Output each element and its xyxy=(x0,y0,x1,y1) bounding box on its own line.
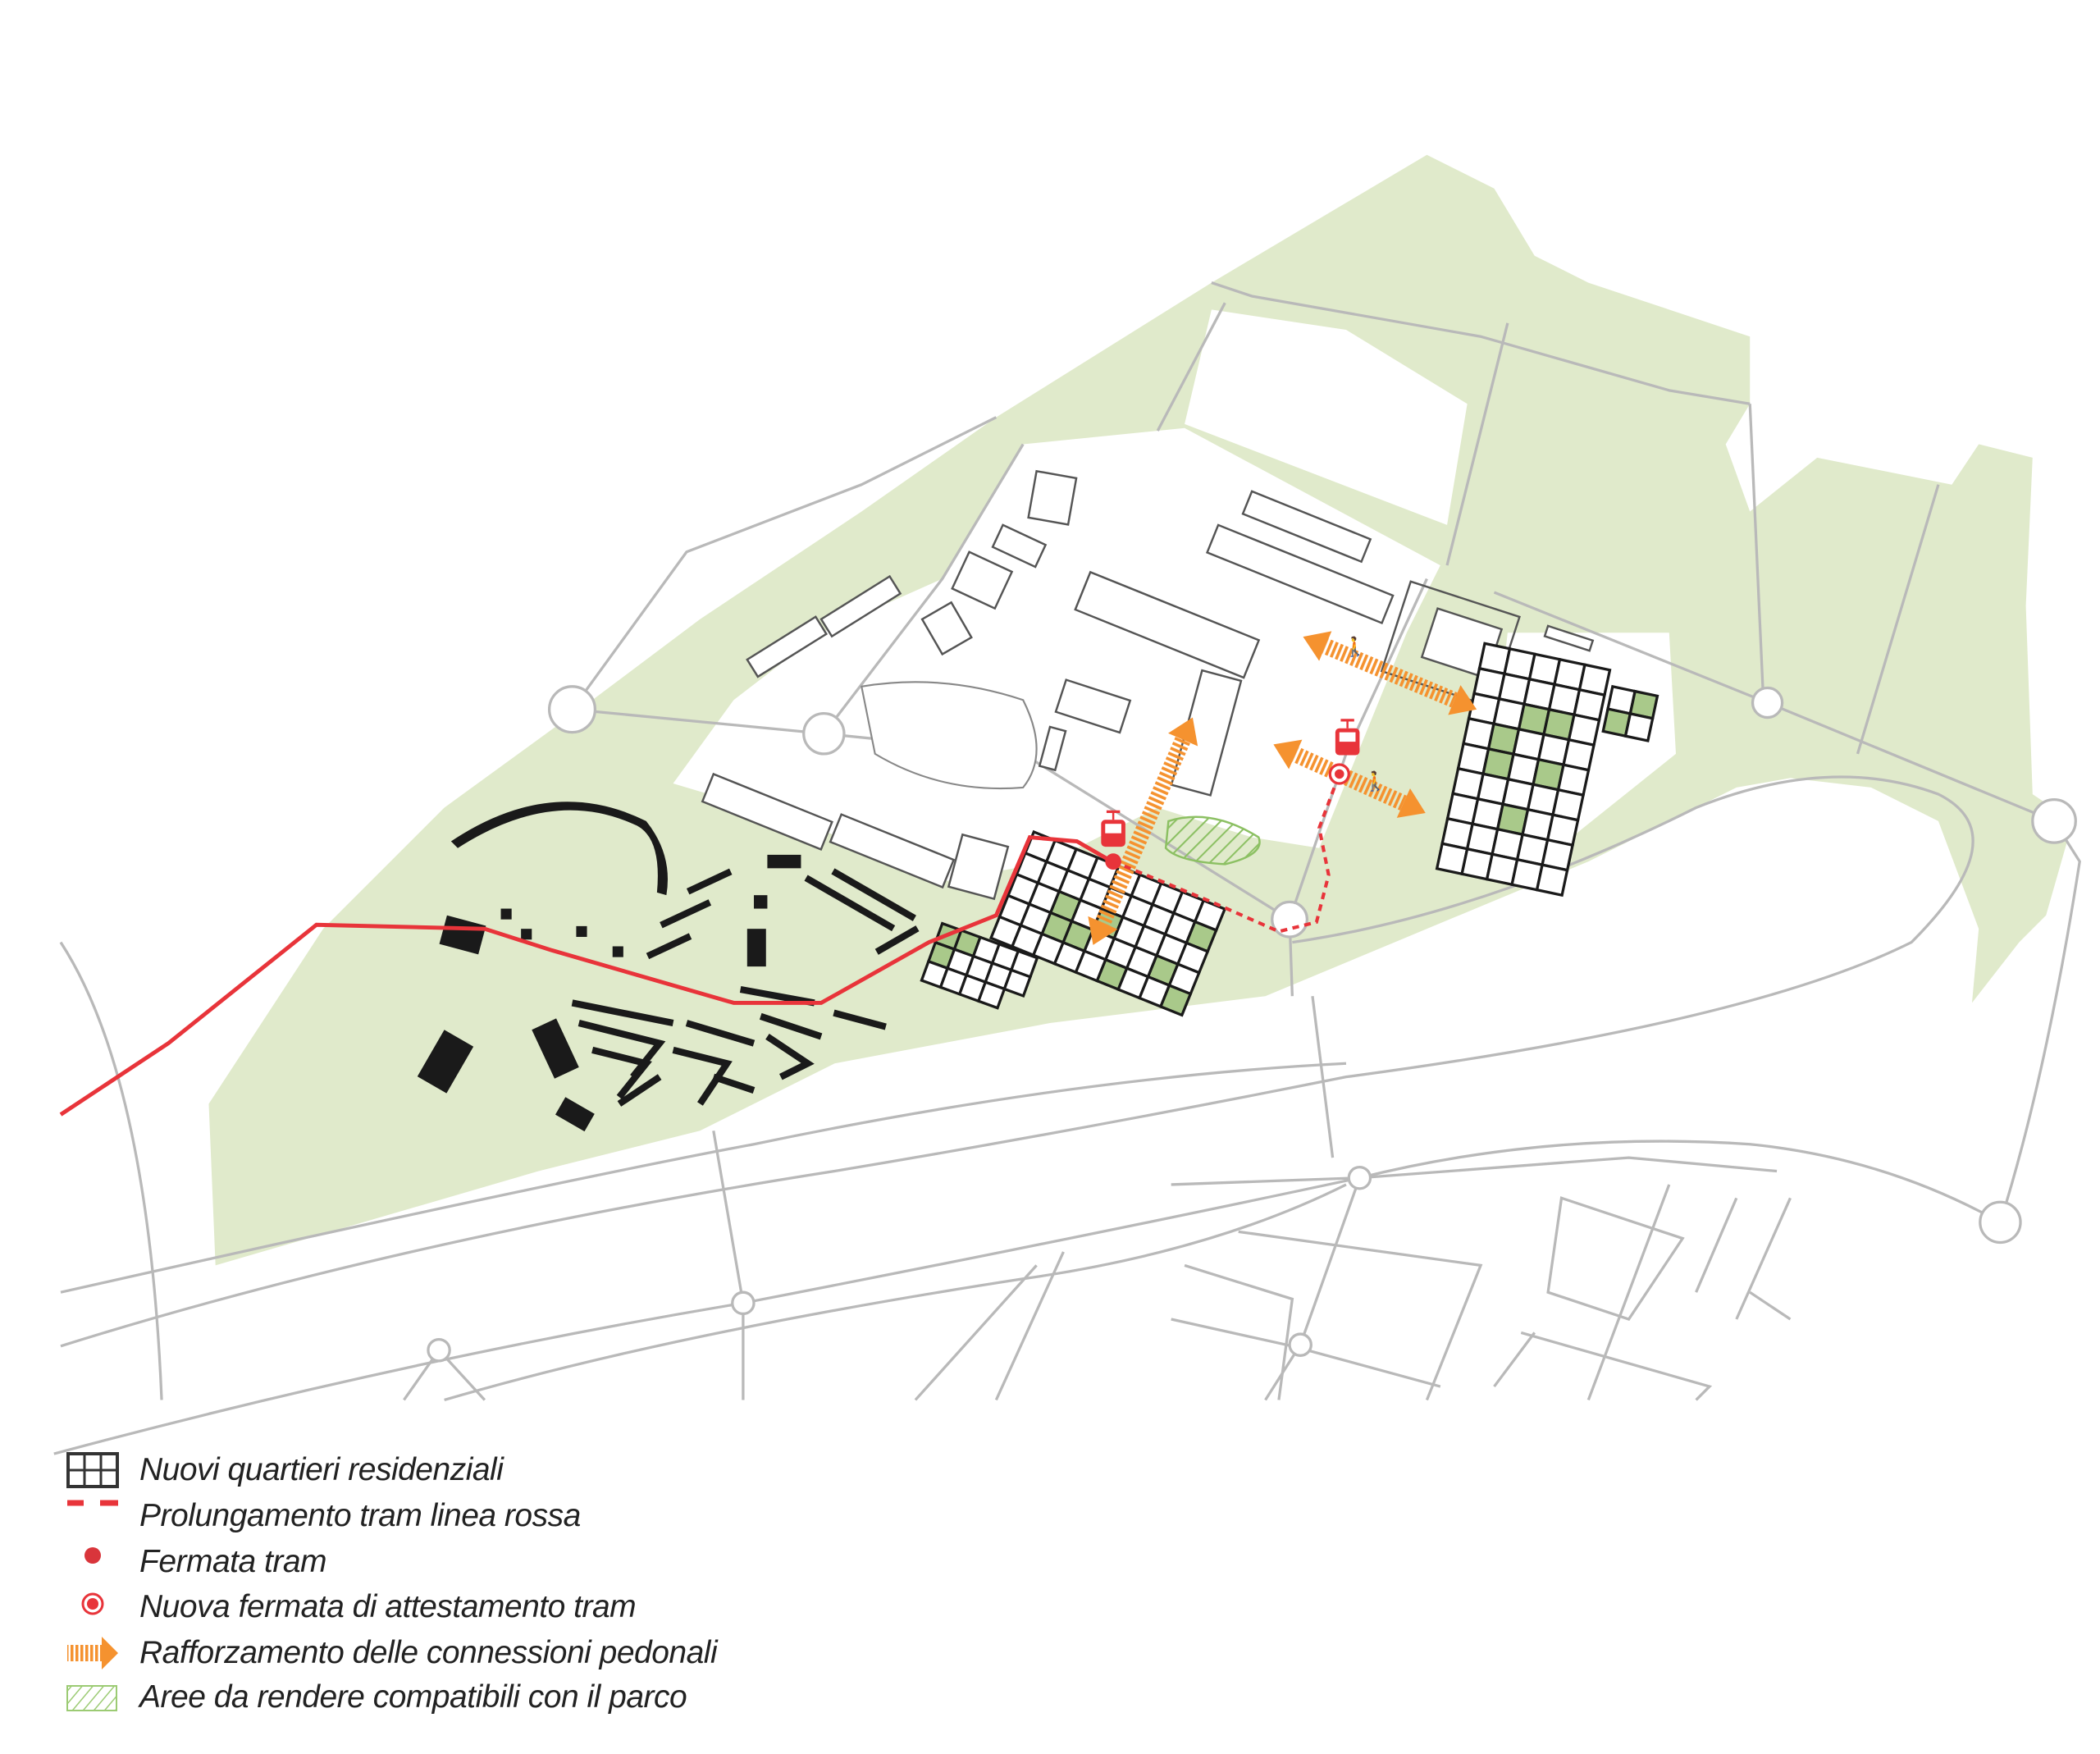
dashed-red-line-icon xyxy=(64,1496,121,1537)
legend-label: Aree da rendere compatibili con il parco xyxy=(139,1679,687,1715)
pedestrian-icon: 🚶 xyxy=(1344,636,1367,658)
legend-label: Fermata tram xyxy=(139,1544,327,1579)
new-residential-grids xyxy=(920,642,1659,1017)
park-compatible-area xyxy=(1164,815,1261,866)
tram-icon xyxy=(1101,810,1125,847)
legend-item-new-tram-stop: Nuova fermata di attestamento tram xyxy=(64,1584,637,1630)
field-white xyxy=(1185,309,1468,525)
legend-item-tram-extension: Prolungamento tram linea rossa xyxy=(64,1493,581,1539)
grid-cell xyxy=(1623,711,1655,742)
legend-item-tram-stop: Fermata tram xyxy=(64,1539,327,1585)
pedestrian-connection-arrow xyxy=(1303,631,1477,715)
pedestrian-connections xyxy=(1088,631,1477,945)
orange-arrow-icon xyxy=(64,1633,121,1674)
residential-grid xyxy=(1601,684,1659,742)
legend-label: Nuova fermata di attestamento tram xyxy=(139,1589,637,1624)
grid-icon xyxy=(64,1450,121,1491)
existing-buildings-outline xyxy=(701,469,1595,901)
pedestrian-connection-arrow xyxy=(1088,717,1198,945)
legend-item-park-compatible: Aree da rendere compatibili con il parco xyxy=(64,1674,687,1720)
red-target-dot-icon xyxy=(64,1587,121,1628)
legend-label: Nuovi quartieri residenziali xyxy=(139,1452,504,1487)
roundabouts xyxy=(427,685,2077,1363)
legend-label: Rafforzamento delle connessioni pedonali xyxy=(139,1635,718,1670)
legend-label: Prolungamento tram linea rossa xyxy=(139,1498,581,1533)
pedestrian-connection-arrow xyxy=(1273,739,1426,818)
grid-cell xyxy=(1535,863,1569,898)
pedestrian-icon: 🚶 xyxy=(1363,770,1387,792)
residential-grid xyxy=(1435,642,1612,898)
green-hatch-icon xyxy=(64,1677,121,1718)
tram-line-existing xyxy=(59,834,1113,1117)
grid-cell xyxy=(976,980,1007,1010)
legend-item-pedestrian: Rafforzamento delle connessioni pedonali xyxy=(64,1630,718,1676)
legend-item-residential: Nuovi quartieri residenziali xyxy=(64,1447,504,1493)
grid-cell xyxy=(1158,983,1193,1017)
tram-icon xyxy=(1335,719,1360,756)
existing-buildings-solid xyxy=(417,802,920,1132)
tram-line-extension xyxy=(1112,773,1341,934)
residential-grid xyxy=(920,921,1039,1010)
red-dot-icon xyxy=(64,1542,121,1583)
residential-grid xyxy=(988,829,1227,1017)
villa-cluster xyxy=(861,681,1038,790)
grid-cell xyxy=(1002,968,1033,998)
tram-stop[interactable] xyxy=(1105,853,1121,870)
new-terminal-tram-stop[interactable] xyxy=(1328,763,1350,785)
